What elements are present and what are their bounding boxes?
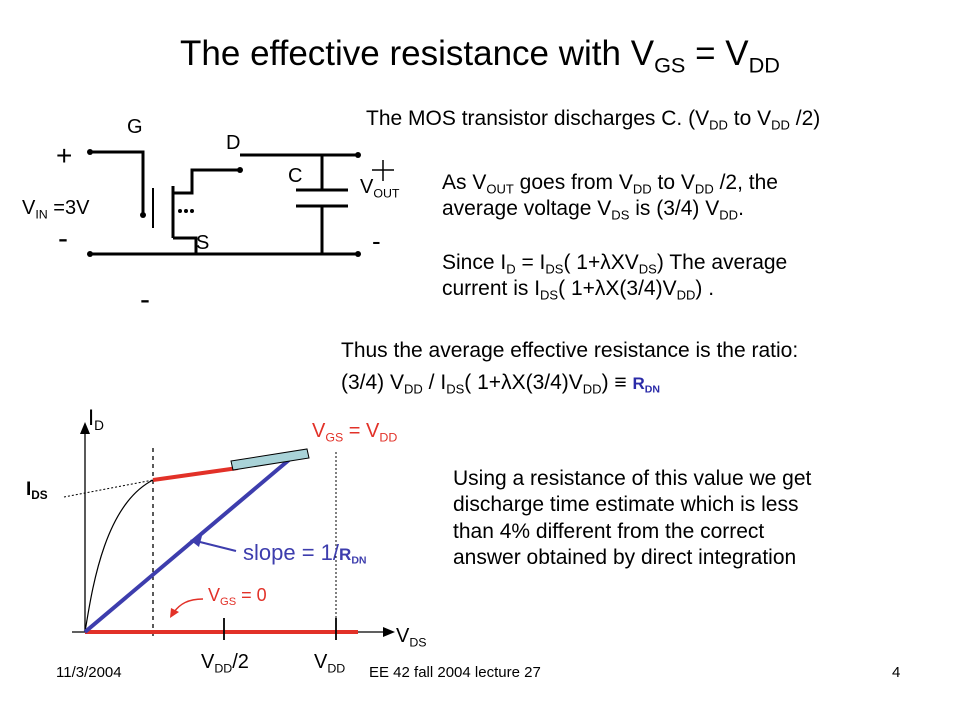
vin-label: VIN =3V [22, 197, 90, 222]
gate-wire [90, 150, 145, 215]
slide-title: The effective resistance with VGS = VDD [180, 34, 780, 78]
gate-node [140, 212, 146, 218]
out-terminal-bottom [355, 251, 361, 257]
drain-node [237, 167, 243, 173]
ids-dotted-line [63, 479, 154, 498]
ground-minus-sign: - [140, 283, 150, 316]
vdd-half-tick-label: VDD/2 [201, 651, 249, 676]
iv-curve-triode [84, 479, 154, 633]
footer-course: EE 42 fall 2004 lecture 27 [369, 664, 541, 681]
vds-axis-label: VDS [396, 625, 427, 650]
drain-wire [173, 168, 240, 195]
source-arrow-marks [178, 209, 194, 213]
gate-label: G [127, 116, 143, 138]
vgs-zero-curve-label: VGS = 0 [208, 585, 267, 608]
vout-label: VOUT [360, 176, 400, 201]
arrow-dot-3 [190, 209, 194, 213]
vdd-tick-label: VDD [314, 651, 346, 676]
gate-terminal [87, 149, 93, 155]
slope-arrowhead [190, 536, 202, 547]
vgs-dd-saturation-line [152, 466, 239, 482]
resistance-slope-line [83, 452, 298, 634]
average-voltage-text: As VOUT goes from VDD to VDD /2, the ave… [442, 171, 778, 223]
vgs-vdd-curve-label: VGS = VDD [312, 420, 398, 445]
circuit-diagram [90, 150, 358, 256]
source-label: S [196, 232, 210, 254]
average-current-text: Since ID = IDS( 1+λXVDS) The average cur… [442, 251, 788, 303]
ground-terminal-left [87, 251, 93, 257]
x-axis-arrowhead [383, 627, 395, 637]
ids-label: IDS [26, 479, 48, 503]
arrow-dot-2 [184, 209, 188, 213]
out-terminal-top [355, 152, 361, 158]
conclusion-text: Using a resistance of this value we get … [453, 467, 812, 569]
vin-minus-sign: - [58, 222, 68, 255]
discharge-statement: The MOS transistor discharges C. (VDD to… [366, 107, 821, 133]
vgs0-arrowhead [170, 608, 179, 618]
iv-plot [63, 422, 395, 640]
y-axis-arrowhead [80, 422, 90, 434]
out-plus-sign [372, 160, 394, 181]
footer-page-number: 4 [892, 664, 901, 681]
vout-minus-sign: - [372, 226, 381, 256]
vin-plus-sign: + [56, 140, 73, 171]
slope-arrow-shaft [195, 540, 237, 552]
effective-resistance-text: Thus the average effective resistance is… [341, 339, 799, 397]
slope-label: slope = 1/RDN [243, 540, 367, 567]
arrow-dot-1 [178, 209, 182, 213]
footer-date: 11/3/2004 [56, 664, 122, 681]
drain-label: D [226, 132, 241, 154]
averaging-bar [230, 448, 310, 471]
terminal-dots [87, 149, 361, 257]
source-wire [173, 236, 198, 254]
vgs0-arrow [173, 598, 204, 613]
id-axis-label: ID [88, 405, 104, 433]
capacitor-label: C [288, 165, 303, 187]
